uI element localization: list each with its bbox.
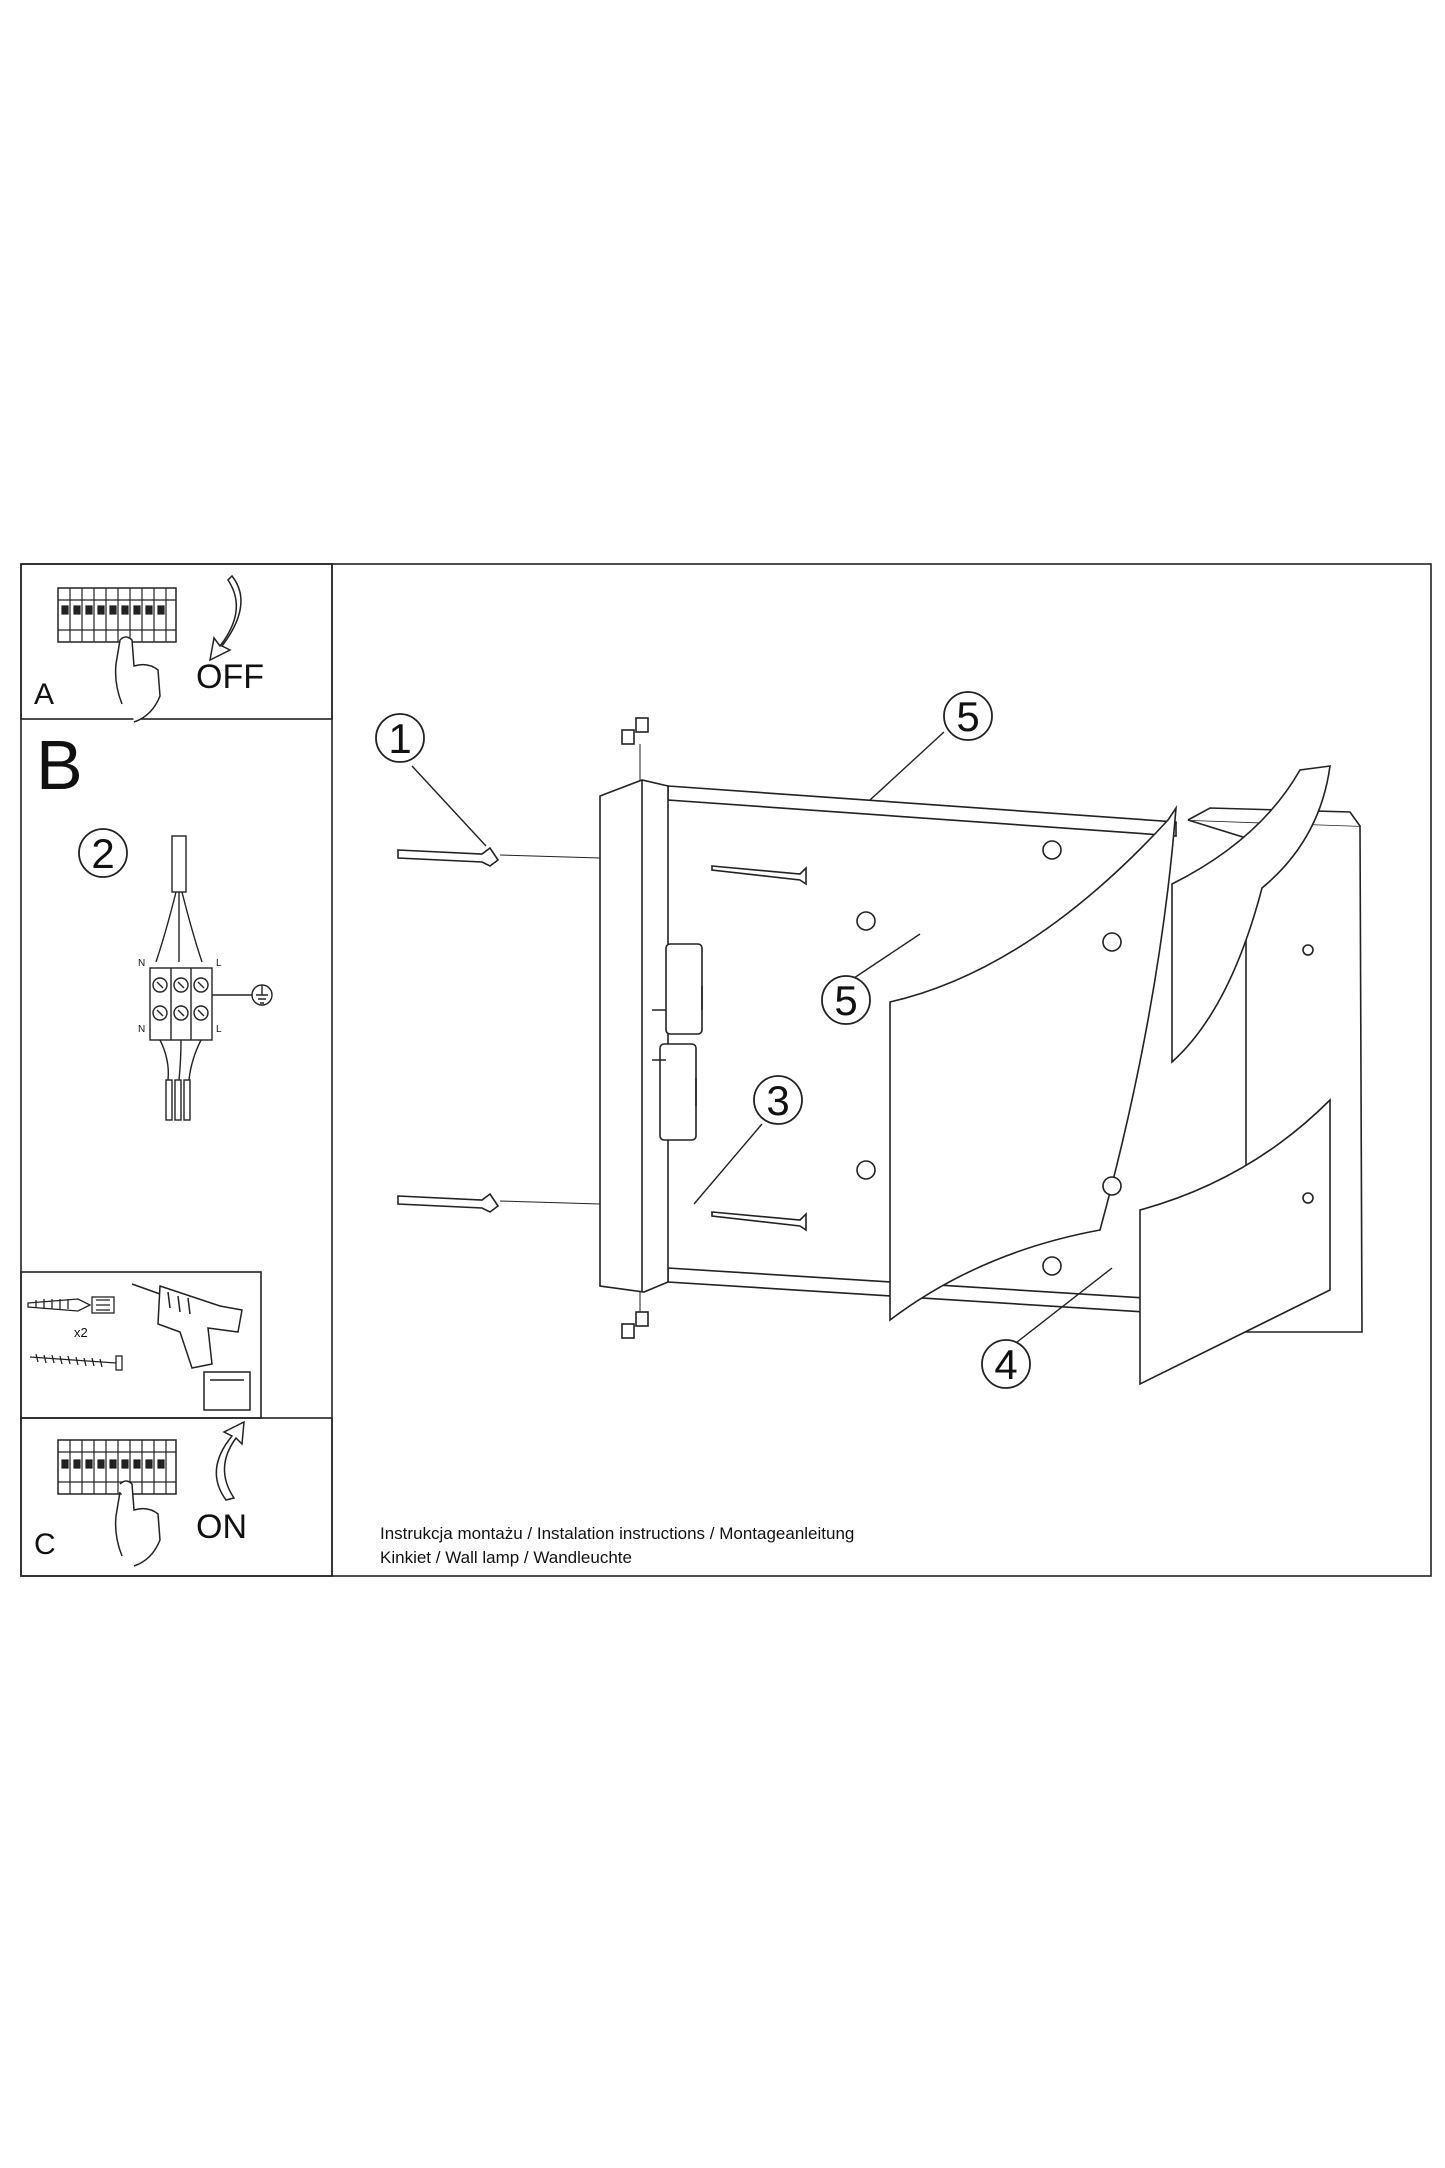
wall-plug-icon xyxy=(27,1296,115,1314)
off-label: OFF xyxy=(196,658,264,696)
panel-a-box xyxy=(20,563,333,720)
footer-title: Instrukcja montażu / Instalation instruc… xyxy=(380,1524,855,1543)
callout-3: 3 xyxy=(766,1077,789,1124)
panel-b-letter: B xyxy=(36,726,83,804)
callout-1-circle xyxy=(375,713,425,763)
callout-3-circle xyxy=(753,1075,803,1125)
on-label: ON xyxy=(196,1508,247,1546)
panel-a-letter: A xyxy=(34,678,55,711)
callout-5-mid: 5 xyxy=(834,977,857,1024)
panel-c-letter: C xyxy=(34,1528,56,1561)
footer-subtitle: Kinkiet / Wall lamp / Wandleuchte xyxy=(380,1548,632,1567)
panel-c-box xyxy=(20,1417,333,1577)
callout-5-top: 5 xyxy=(956,693,979,740)
lamp-exploded-view xyxy=(397,717,1363,1386)
callout-5-top-circle xyxy=(943,691,993,741)
arrow-up-icon xyxy=(215,1420,245,1501)
wiring-diagram xyxy=(149,835,273,1121)
terminal-n-bottom: N xyxy=(138,1024,145,1035)
callout-4: 4 xyxy=(994,1341,1017,1388)
callout-5-mid-circle xyxy=(821,975,871,1025)
breaker-on-icon xyxy=(57,1439,177,1567)
terminal-l-bottom: L xyxy=(216,1024,222,1035)
breaker-off-icon xyxy=(57,587,177,723)
outer-frame xyxy=(20,563,1432,1577)
terminal-n-top: N xyxy=(138,958,145,969)
anchor-count: x2 xyxy=(74,1325,88,1340)
arrow-down-icon xyxy=(208,574,242,662)
screw-icon xyxy=(29,1353,123,1371)
drill-icon xyxy=(131,1283,251,1411)
callout-4-circle xyxy=(981,1339,1031,1389)
callout-2-circle xyxy=(78,828,128,878)
callout-1: 1 xyxy=(388,715,411,762)
callout-2: 2 xyxy=(91,830,114,877)
terminal-l-top: L xyxy=(216,958,222,969)
